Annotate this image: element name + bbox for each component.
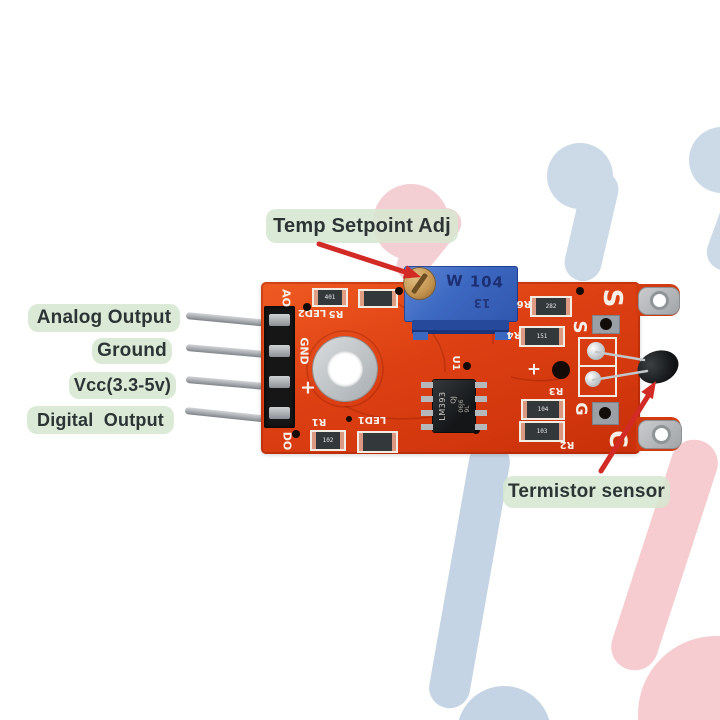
potentiometer-foot-right [495, 332, 511, 340]
thermistor-bead [632, 344, 684, 390]
silk-r3: R3 [548, 385, 564, 396]
potentiometer-code: 13 [473, 296, 491, 310]
mounting-hole [313, 337, 377, 401]
led1-dot [346, 416, 352, 422]
via [576, 287, 584, 295]
silk-r5: R5 [328, 308, 344, 319]
smd-resistor: 102 [310, 430, 346, 451]
ic-part-number: LM393 [438, 391, 447, 421]
ic-pin [475, 424, 487, 430]
callout-ground: Ground [92, 338, 172, 364]
decor-pin-top-circle [547, 143, 613, 209]
smd-resistor: 104 [521, 399, 565, 420]
potentiometer-marking: W 104 [445, 271, 505, 292]
sensor-board: W 104 13 AO GND + DO LED2 R5 LED1 R1 U1 … [261, 266, 684, 454]
pin-leg-digital [184, 407, 264, 423]
callout-termistor-sensor-text: Termistor sensor [507, 481, 665, 502]
header-pin-4 [269, 407, 290, 419]
pin-leg-vcc [185, 376, 265, 390]
smd-resistor: 103 [519, 421, 565, 442]
pin-header-block [264, 306, 295, 428]
solder-pad-bottom [592, 402, 619, 425]
ic-pin [475, 410, 487, 416]
smd-code: 401 [324, 294, 336, 301]
header-pin-3 [269, 376, 290, 388]
callout-analog-output-text: Analog Output [36, 307, 172, 328]
silk-c: C [604, 430, 632, 448]
silk-r1: R1 [311, 416, 327, 427]
ic-pin [421, 396, 433, 402]
smd-resistor [358, 289, 398, 308]
decor-blue-bottom-circle [457, 686, 551, 720]
ic-pin [475, 396, 487, 402]
silk-led1: LED1 [357, 414, 387, 425]
solder-pad-top [592, 315, 620, 334]
silk-label-gnd: GND [297, 337, 311, 365]
via [303, 303, 311, 311]
smd-code: 102 [322, 437, 334, 444]
silk-s-small: S [569, 320, 590, 334]
ic-pin [421, 382, 433, 388]
potentiometer-foot-left [413, 332, 428, 340]
ic-lot-code: 06J6 9L [458, 399, 471, 413]
silk-label-do: DO [280, 431, 294, 451]
smd-code: 151 [536, 333, 548, 340]
pad-hole [600, 318, 612, 330]
callout-temp-setpoint-text: Temp Setpoint Adj [273, 214, 451, 237]
via [463, 362, 471, 370]
via [472, 426, 480, 434]
screw-slot [410, 272, 429, 295]
silk-plus-right: + [526, 359, 542, 380]
ic-pin [421, 410, 433, 416]
pad-hole [599, 407, 611, 419]
fork-terminal-bottom-hole [652, 425, 671, 444]
via [395, 287, 403, 295]
pin-leg-ground [185, 344, 265, 358]
callout-termistor-sensor: Termistor sensor [503, 476, 670, 508]
smd-code: 103 [536, 428, 548, 435]
callout-vcc-text: Vcc(3.3-5v) [73, 375, 172, 395]
silk-led2: LED2 [297, 307, 327, 318]
ic-pin [475, 382, 487, 388]
ic-lm393: LM393 QJ 06J6 9L [433, 380, 475, 432]
header-pin-1 [269, 314, 290, 326]
fork-terminal-top [638, 287, 680, 315]
smd-code: 282 [545, 303, 557, 310]
silk-s-large: S [597, 288, 627, 308]
decor-pin-topright-circle [689, 127, 720, 193]
potentiometer-screw [404, 268, 435, 299]
ic-pin [421, 424, 433, 430]
solder-blob [585, 371, 601, 387]
silk-g: G [572, 402, 591, 416]
via [292, 430, 300, 438]
smd-code: 104 [537, 406, 549, 413]
header-pin-2 [269, 345, 290, 357]
pin-leg-analog [185, 312, 264, 327]
solder-blob [587, 342, 605, 360]
decor-blue-bottom-bar [425, 438, 514, 712]
callout-digital-output: Digital Output [27, 406, 174, 434]
silk-label-ao: AO [279, 289, 293, 307]
callout-ground-text: Ground [97, 340, 167, 361]
silk-u1: U1 [450, 355, 461, 371]
smd-resistor: 401 [312, 288, 348, 307]
smd-resistor [357, 431, 398, 453]
smd-resistor: 282 [530, 296, 572, 317]
via-large [552, 361, 570, 379]
ic-suffix: QJ [449, 396, 458, 404]
silk-label-plus: + [300, 376, 316, 399]
callout-vcc: Vcc(3.3-5v) [69, 372, 176, 399]
callout-temp-setpoint: Temp Setpoint Adj [266, 209, 458, 243]
mounting-hole-center [327, 351, 363, 387]
potentiometer-base [412, 320, 509, 334]
smd-resistor: 151 [519, 326, 565, 347]
callout-analog-output: Analog Output [28, 304, 180, 332]
callout-digital-output-text: Digital Output [37, 409, 164, 430]
fork-terminal-bottom [638, 420, 682, 449]
fork-terminal-top-hole [650, 291, 669, 310]
